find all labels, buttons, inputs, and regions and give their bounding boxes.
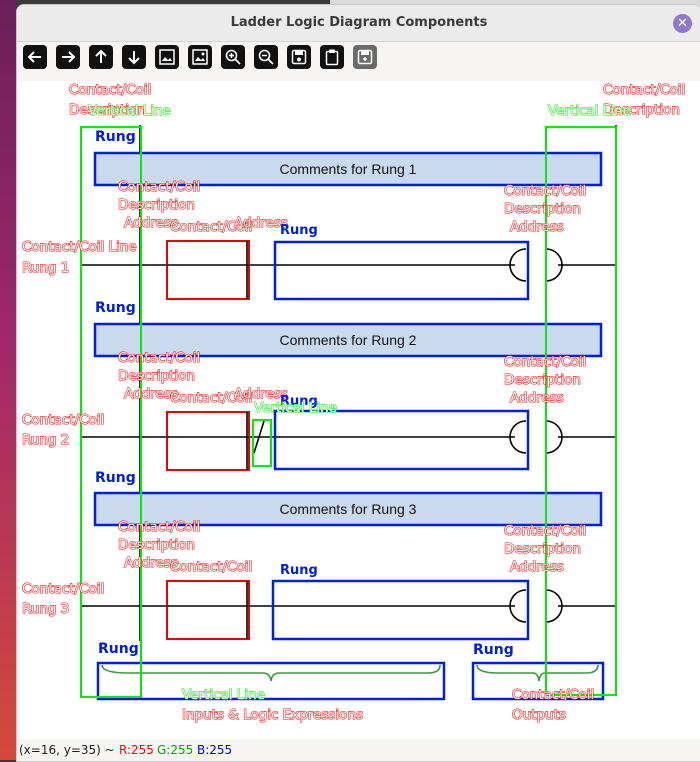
label-contact-coil: Contact/Coil [22, 581, 104, 597]
label-contact-coil: Contact/Coil [118, 179, 200, 195]
zoom-out-button[interactable] [254, 45, 278, 69]
label-vertical-line: Vertical Line [254, 400, 337, 416]
label-description: Description [504, 201, 581, 217]
label-contact-coil: Contact/Coil [504, 183, 586, 199]
label-description: Description [504, 541, 581, 557]
label-vertical-line: Vertical Line [548, 103, 631, 119]
label-vertical-line: Vertical Line [182, 687, 265, 703]
forward-button[interactable] [56, 45, 80, 69]
label-rung: Rung [95, 470, 136, 486]
label-contact-coil: Contact/Coil [170, 559, 252, 575]
label-rung-3: Rung 3 [22, 601, 69, 617]
brace-lines [101, 664, 599, 682]
window-title: Ladder Logic Diagram Components [230, 15, 488, 30]
zoom-in-icon [225, 49, 241, 65]
close-icon[interactable]: ✕ [673, 14, 692, 33]
label-description: Description [603, 102, 680, 118]
label-contact-coil: Contact/Coil [69, 82, 151, 98]
status-blue-value: B:255 [197, 743, 233, 757]
label-address: Address [234, 386, 288, 402]
label-address: Address [510, 559, 564, 575]
label-address: Address [510, 390, 564, 406]
comment-text-rung-1: Comments for Rung 1 [280, 161, 417, 177]
label-contact-coil: Contact/Coil [170, 390, 252, 406]
label-outputs: Outputs [512, 707, 566, 723]
copy-to-clipboard-button[interactable] [320, 45, 344, 69]
status-coordinates: (x=16, y=35) ~ [19, 743, 115, 757]
save-icon [291, 49, 307, 65]
image-settings-icon [192, 49, 208, 65]
image-icon [159, 49, 175, 65]
label-contact-coil: Contact/Coil [504, 523, 586, 539]
label-contact-coil: Contact/Coil [170, 219, 252, 235]
label-rung: Rung [280, 223, 318, 238]
vertical-line-boxes [80, 126, 617, 698]
label-contact-coil: Contact/Coil [118, 519, 200, 535]
desktop-background [0, 0, 16, 760]
contact-lines [167, 241, 265, 639]
label-description: Description [118, 368, 195, 384]
label-address: Address [234, 215, 288, 231]
image-settings-button[interactable] [188, 45, 212, 69]
contact-boxes [166, 240, 250, 640]
clipboard-icon [325, 49, 339, 66]
arrow-right-icon [62, 51, 76, 63]
image-canvas[interactable]: Comments for Rung 1 Comments for Rung 2 … [18, 81, 700, 739]
label-contact-coil: Contact/Coil [504, 354, 586, 370]
label-rung: Rung [98, 641, 139, 657]
label-inputs: Inputs & Logic Expressions [182, 707, 363, 723]
comment-text-rung-3: Comments for Rung 3 [280, 501, 417, 517]
label-rung: Rung [95, 129, 136, 145]
label-description: Description [69, 102, 146, 118]
comment-bar-rung-1: Comments for Rung 1 [93, 151, 603, 187]
label-address: Address [124, 386, 178, 402]
annotation-labels: Contact/Coil Description Vertical Line C… [21, 81, 685, 723]
label-contact-coil: Contact/Coil [603, 82, 685, 98]
rung-boxes [96, 240, 605, 701]
label-contact-coil: Contact/Coil [118, 350, 200, 366]
label-address: Address [510, 219, 564, 235]
label-address: Address [124, 555, 178, 571]
title-bar[interactable]: Ladder Logic Diagram Components ✕ [17, 5, 700, 42]
image-viewer-window: Ladder Logic Diagram Components ✕ [16, 4, 700, 762]
label-contact-coil-line: Contact/Coil Line [22, 239, 137, 255]
label-rung-1: Rung 1 [22, 260, 69, 276]
label-contact-coil: Contact/Coil [512, 687, 594, 703]
comment-text-rung-2: Comments for Rung 2 [280, 332, 417, 348]
label-rung: Rung [473, 642, 514, 658]
label-rung-2: Rung 2 [22, 432, 69, 448]
status-green-value: G:255 [157, 743, 194, 757]
zoom-in-button[interactable] [221, 45, 245, 69]
save-button[interactable] [287, 45, 311, 69]
label-address: Address [124, 215, 178, 231]
label-contact-coil: Contact/Coil [22, 412, 104, 428]
ladder-diagram: Comments for Rung 1 Comments for Rung 2 … [21, 81, 685, 723]
arrow-up-icon [95, 49, 107, 63]
label-rung: Rung [280, 563, 318, 578]
status-bar: (x=16, y=35) ~ R:255 G:255 B:255 [17, 739, 700, 761]
up-button[interactable] [89, 45, 113, 69]
comment-bar-rung-3: Comments for Rung 3 [93, 491, 603, 527]
label-description: Description [118, 197, 195, 213]
label-rung: Rung [95, 300, 136, 316]
save-as-icon [357, 49, 373, 65]
label-description: Description [118, 537, 195, 553]
zoom-out-icon [258, 49, 274, 65]
back-button[interactable] [23, 45, 47, 69]
fit-image-button[interactable] [155, 45, 179, 69]
label-description: Description [504, 372, 581, 388]
down-button[interactable] [122, 45, 146, 69]
status-red-value: R:255 [119, 743, 154, 757]
arrow-left-icon [27, 51, 41, 63]
label-vertical-line: Vertical Line [88, 103, 171, 119]
save-as-button[interactable] [353, 45, 377, 69]
comment-bar-rung-2: Comments for Rung 2 [93, 322, 603, 358]
arrow-down-icon [128, 51, 140, 65]
label-rung: Rung [280, 394, 318, 409]
